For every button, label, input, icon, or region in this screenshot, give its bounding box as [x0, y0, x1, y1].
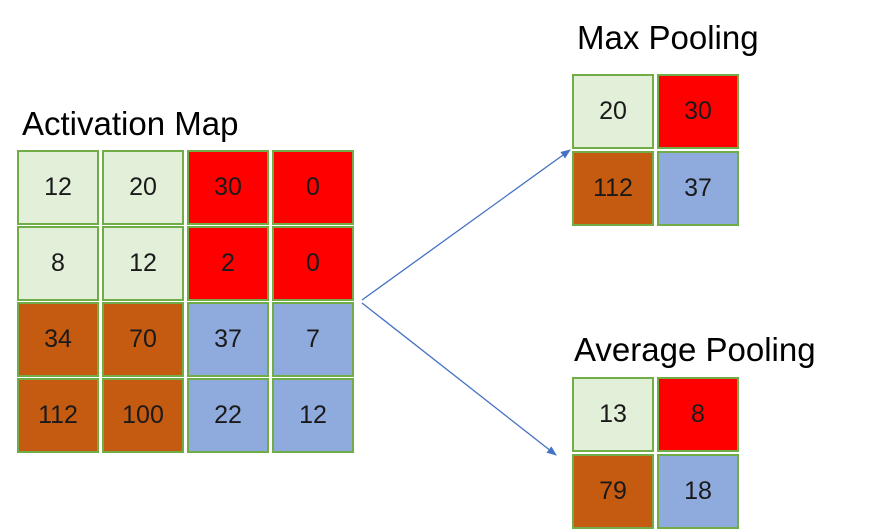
max-pooling-title: Max Pooling — [577, 19, 759, 56]
max-pooling-cell: 20 — [572, 74, 654, 149]
average-pooling-cell: 79 — [572, 454, 654, 529]
activation-map-title: Activation Map — [22, 105, 239, 142]
average-pooling-cell: 13 — [572, 377, 654, 452]
activation-map-cell: 0 — [272, 226, 354, 301]
activation-map-cell: 34 — [17, 302, 99, 377]
activation-map-cell: 70 — [102, 302, 184, 377]
activation-map-cell: 20 — [102, 150, 184, 225]
activation-map-cell: 8 — [17, 226, 99, 301]
activation-map-cell: 100 — [102, 378, 184, 453]
activation-map-cell: 12 — [17, 150, 99, 225]
activation-map-cell: 30 — [187, 150, 269, 225]
average-pooling-cell: 18 — [657, 454, 739, 529]
average-pooling-title: Average Pooling — [574, 331, 816, 368]
max-pooling-cell: 112 — [572, 151, 654, 226]
activation-map-cell: 0 — [272, 150, 354, 225]
activation-map-cell: 22 — [187, 378, 269, 453]
max-pooling-cell: 37 — [657, 151, 739, 226]
max-pooling-cell: 30 — [657, 74, 739, 149]
activation-map-cell: 7 — [272, 302, 354, 377]
activation-map-cell: 37 — [187, 302, 269, 377]
activation-map-cell: 112 — [17, 378, 99, 453]
arrow-to-max-pooling — [361, 149, 571, 301]
arrow-to-average-pooling — [361, 302, 557, 456]
average-pooling-cell: 8 — [657, 377, 739, 452]
activation-map-cell: 12 — [102, 226, 184, 301]
activation-map-cell: 12 — [272, 378, 354, 453]
activation-map-cell: 2 — [187, 226, 269, 301]
